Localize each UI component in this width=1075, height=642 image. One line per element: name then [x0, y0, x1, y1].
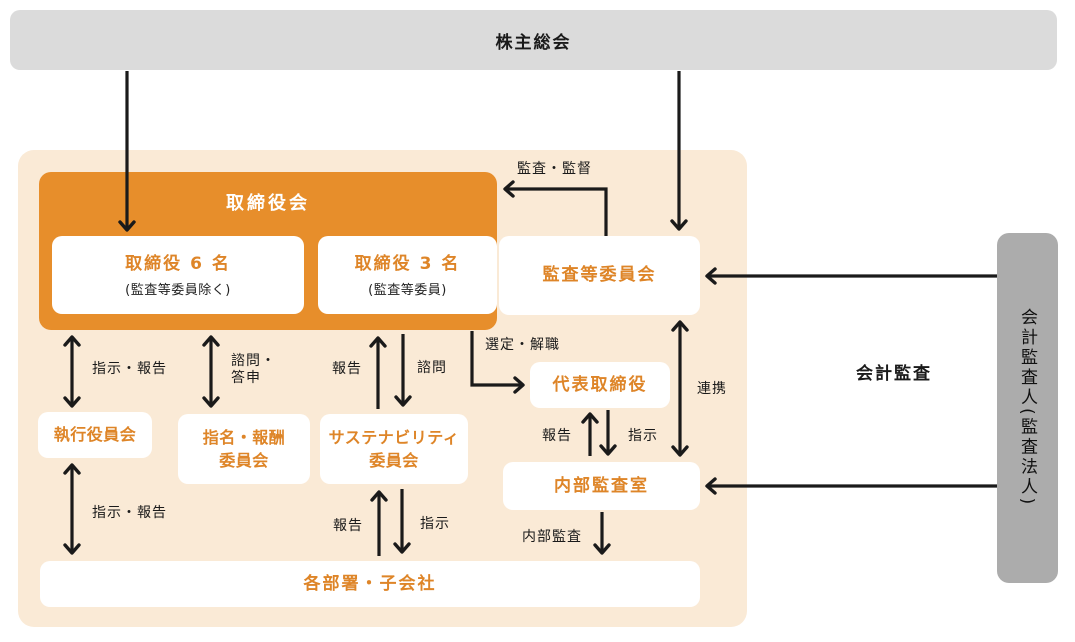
directors3-title: 取締役 3 名 — [354, 253, 461, 274]
label-consultation-sustainability: 諮問 — [417, 360, 447, 376]
sustainability-committee-box: サステナビリティ 委員会 — [320, 414, 468, 484]
shareholders-meeting-label: 株主総会 — [495, 32, 572, 53]
directors3-subtitle: (監査等委員) — [368, 283, 447, 299]
audit-committee-box: 監査等委員会 — [499, 236, 700, 315]
directors6-box: 取締役 6 名 (監査等委員除く) — [52, 236, 304, 314]
label-audit-supervision: 監査・監督 — [517, 161, 592, 177]
label-consultation-reply: 諮問・ 答申 — [231, 353, 276, 387]
label-report-sustainability: 報告 — [332, 361, 362, 377]
label-consultation-reply-line1: 諮問・ — [231, 353, 276, 369]
departments-box: 各部署・子会社 — [40, 561, 700, 607]
label-accounting-audit: 会計監査 — [856, 364, 932, 384]
sustainability-committee-line2: 委員会 — [369, 451, 419, 470]
label-instruction-report-bottom: 指示・報告 — [92, 505, 167, 521]
label-instruction-report-top: 指示・報告 — [92, 361, 167, 377]
executive-council-label: 執行役員会 — [53, 425, 137, 445]
label-report-departments: 報告 — [333, 518, 363, 534]
board-of-directors-label: 取締役会 — [226, 193, 310, 214]
nomination-committee-line1: 指名・報酬 — [202, 427, 286, 447]
representative-director-box: 代表取締役 — [530, 362, 670, 408]
audit-committee-label: 監査等委員会 — [542, 265, 657, 286]
directors6-subtitle: (監査等委員除く) — [125, 283, 231, 299]
internal-audit-office-label: 内部監査室 — [554, 475, 649, 496]
sustainability-committee-line1: サステナビリティ — [328, 427, 460, 447]
label-report-ceo: 報告 — [542, 428, 572, 444]
label-appointment-dismissal: 選定・解職 — [485, 337, 560, 353]
label-cooperation: 連携 — [697, 381, 727, 397]
label-consultation-reply-line2: 答申 — [231, 370, 261, 386]
shareholders-meeting-box: 株主総会 — [10, 10, 1057, 70]
representative-director-label: 代表取締役 — [552, 374, 648, 395]
label-instruction-departments: 指示 — [420, 516, 450, 532]
directors6-title: 取締役 6 名 — [125, 253, 231, 274]
nomination-committee-box: 指名・報酬 委員会 — [178, 414, 310, 484]
label-instruction-ceo: 指示 — [628, 428, 658, 444]
label-internal-audit: 内部監査 — [522, 529, 582, 545]
internal-audit-office-box: 内部監査室 — [503, 462, 700, 510]
departments-label: 各部署・子会社 — [303, 573, 437, 594]
nomination-committee-line2: 委員会 — [219, 451, 269, 470]
directors3-box: 取締役 3 名 (監査等委員) — [318, 236, 497, 314]
accounting-auditor-bar: 会計監査人(監査法人) — [997, 233, 1058, 583]
accounting-auditor-label: 会計監査人(監査法人) — [1017, 308, 1037, 508]
executive-council-box: 執行役員会 — [38, 412, 152, 458]
